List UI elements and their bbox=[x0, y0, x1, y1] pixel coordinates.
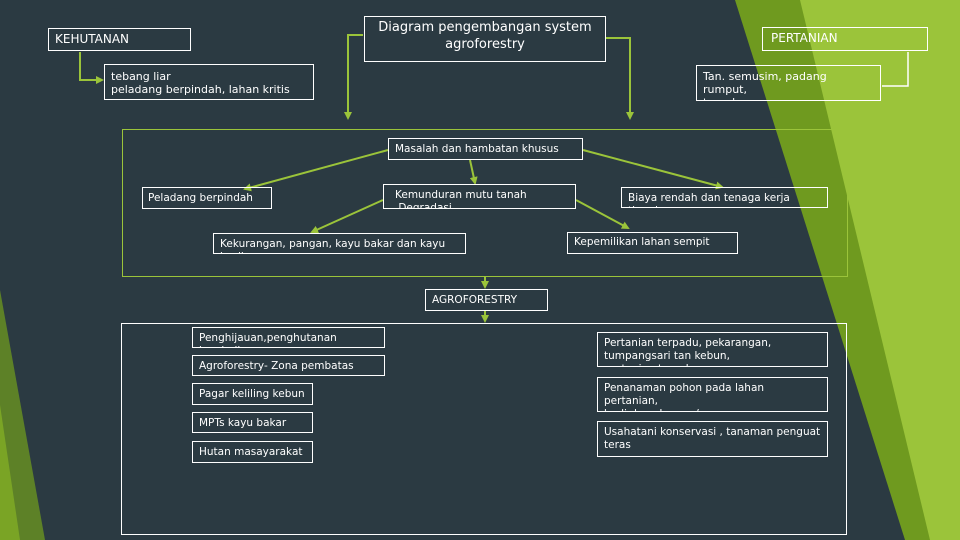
kehutanan-box: KEHUTANAN bbox=[48, 28, 191, 51]
masalah-header: Masalah dan hambatan khusus bbox=[388, 138, 583, 160]
agroforestry-box: AGROFORESTRY bbox=[425, 289, 548, 311]
left-list-item: MPTs kayu bakar bbox=[192, 412, 313, 433]
pertanian-description: Tan. semusim, padang rumput, ternak bbox=[696, 65, 881, 101]
arrow-to-biaya bbox=[582, 149, 724, 190]
arrow-pertanian-to-desc bbox=[882, 52, 909, 87]
left-list-item: Agroforestry- Zona pembatas bbox=[192, 355, 385, 376]
arrow-to-peladang bbox=[243, 149, 389, 192]
biaya-box: Biaya rendah dan tenaga kerja tinggi bbox=[621, 187, 828, 208]
right-list-item: Usahatani konservasi , tanaman penguat t… bbox=[597, 421, 828, 457]
kepemilikan-box: Kepemilikan lahan sempit bbox=[567, 232, 738, 254]
decor-left-stripe-dark bbox=[0, 290, 45, 540]
kemunduran-box: Kemunduran mutu tanah ,Degradasi bbox=[383, 184, 576, 209]
arrow-kehutanan-to-desc bbox=[79, 52, 104, 84]
arrow-title-to-left bbox=[344, 34, 363, 120]
left-list-item: Pagar keliling kebun bbox=[192, 383, 313, 405]
arrow-to-kekurangan bbox=[310, 199, 384, 234]
left-list-item: Penghijauan,penghutanan kembali bbox=[192, 327, 385, 348]
peladang-berpindah-box: Peladang berpindah bbox=[142, 187, 272, 209]
solutions-frame bbox=[121, 323, 847, 535]
kehutanan-description: tebang liar peladang berpindah, lahan kr… bbox=[104, 64, 314, 100]
decor-right-stripe-light bbox=[800, 0, 960, 540]
arrow-to-kemunduran bbox=[469, 159, 478, 185]
left-list-item: Hutan masayarakat bbox=[192, 441, 313, 463]
diagram-title: Diagram pengembangan system agroforestry bbox=[364, 16, 606, 62]
right-list-item: Penanaman pohon pada lahan pertanian, bu… bbox=[597, 377, 828, 412]
right-list-item: Pertanian terpadu, pekarangan, tumpangsa… bbox=[597, 332, 828, 367]
arrow-to-kepemilikan bbox=[575, 199, 630, 229]
masalah-frame bbox=[122, 129, 848, 277]
pertanian-box: PERTANIAN bbox=[762, 27, 928, 51]
arrow-title-to-right bbox=[606, 37, 634, 120]
kekurangan-box: Kekurangan, pangan, kayu bakar dan kayu … bbox=[213, 233, 466, 254]
